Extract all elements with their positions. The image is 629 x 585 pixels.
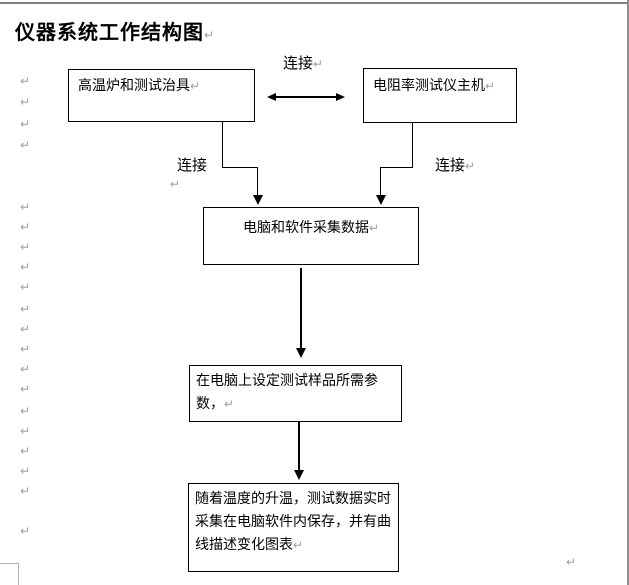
paragraph-mark-icon: ↵ bbox=[20, 95, 31, 109]
flowchart-box-furnace-fixture[interactable]: 高温炉和测试治具↵ bbox=[68, 69, 255, 122]
paragraph-mark-icon: ↵ bbox=[20, 484, 31, 498]
text-boundary-mark bbox=[0, 563, 18, 564]
connector-top-line[interactable] bbox=[276, 96, 337, 98]
paragraph-mark-icon: ↵ bbox=[204, 28, 216, 42]
box-text: 高温炉和测试治具 bbox=[78, 77, 190, 93]
flowchart-box-data-acquisition[interactable]: 电脑和软件采集数据↵ bbox=[203, 207, 419, 265]
page-title[interactable]: 仪器系统工作结构图↵ bbox=[15, 16, 215, 45]
arrowhead-down-icon bbox=[296, 348, 306, 358]
paragraph-mark-icon: ↵ bbox=[485, 79, 496, 93]
box-text: 随着温度的升温，测试数据实时 采集在电脑软件内保存，并有曲 线描述变化图表 bbox=[195, 490, 391, 552]
paragraph-mark-icon: ↵ bbox=[20, 524, 31, 538]
paragraph-mark-icon: ↵ bbox=[20, 362, 31, 376]
paragraph-mark-icon: ↵ bbox=[20, 342, 31, 356]
box-text: 在电脑上设定测试样品所需参 数， bbox=[196, 372, 378, 411]
paragraph-mark-icon: ↵ bbox=[20, 280, 31, 294]
paragraph-mark-icon: ↵ bbox=[313, 57, 324, 71]
connector-right-segment-h[interactable] bbox=[380, 167, 413, 168]
connector-left-segment-h[interactable] bbox=[222, 167, 258, 168]
connector-left-segment-v2[interactable] bbox=[257, 167, 258, 196]
paragraph-mark-icon: ↵ bbox=[20, 200, 31, 214]
connector-cd-line[interactable] bbox=[300, 268, 302, 348]
label-connect-top[interactable]: 连接↵ bbox=[283, 55, 324, 72]
page-border-top bbox=[0, 2, 629, 4]
flowchart-box-realtime-recording[interactable]: 随着温度的升温，测试数据实时 采集在电脑软件内保存，并有曲 线描述变化图表↵ bbox=[188, 483, 399, 572]
paragraph-mark-icon: ↵ bbox=[566, 555, 577, 569]
paragraph-mark-icon: ↵ bbox=[20, 117, 31, 131]
paragraph-mark-icon: ↵ bbox=[170, 177, 181, 191]
paragraph-mark-icon: ↵ bbox=[465, 159, 476, 173]
paragraph-mark-icon: ↵ bbox=[20, 302, 31, 316]
paragraph-mark-icon: ↵ bbox=[20, 424, 31, 438]
paragraph-mark-icon: ↵ bbox=[224, 397, 235, 411]
connector-left-segment-v1[interactable] bbox=[222, 122, 223, 168]
arrowhead-down-icon bbox=[294, 470, 304, 480]
paragraph-mark-icon: ↵ bbox=[20, 240, 31, 254]
text-boundary-mark bbox=[18, 563, 19, 585]
connector-right-segment-v1[interactable] bbox=[412, 123, 413, 168]
paragraph-mark-icon: ↵ bbox=[20, 260, 31, 274]
paragraph-mark-icon: ↵ bbox=[20, 322, 31, 336]
arrowhead-left-icon bbox=[267, 93, 276, 101]
arrowhead-right-icon bbox=[336, 93, 345, 101]
box-text: 电脑和软件采集数据 bbox=[242, 219, 369, 235]
label-connect-right[interactable]: 连接↵ bbox=[435, 157, 476, 174]
paragraph-mark-icon: ↵ bbox=[20, 138, 31, 152]
paragraph-mark-icon: ↵ bbox=[20, 382, 31, 396]
connector-de-line[interactable] bbox=[298, 422, 300, 470]
paragraph-mark-icon: ↵ bbox=[20, 444, 31, 458]
flowchart-box-set-parameters[interactable]: 在电脑上设定测试样品所需参 数，↵ bbox=[189, 365, 402, 422]
flowchart-box-resistivity-tester[interactable]: 电阻率测试仪主机↵ bbox=[363, 68, 517, 123]
paragraph-mark-icon: ↵ bbox=[20, 404, 31, 418]
paragraph-mark-icon: ↵ bbox=[293, 538, 304, 552]
page-title-text: 仪器系统工作结构图 bbox=[15, 22, 204, 44]
paragraph-mark-icon: ↵ bbox=[20, 74, 31, 88]
connector-right-segment-v2[interactable] bbox=[380, 167, 381, 196]
label-connect-left[interactable]: 连接 bbox=[177, 157, 208, 174]
paragraph-mark-icon: ↵ bbox=[190, 79, 201, 93]
box-text: 电阻率测试仪主机 bbox=[373, 77, 485, 93]
arrowhead-down-icon bbox=[253, 195, 263, 205]
paragraph-mark-icon: ↵ bbox=[20, 464, 31, 478]
arrowhead-down-icon bbox=[376, 195, 386, 205]
paragraph-mark-icon: ↵ bbox=[368, 221, 380, 235]
paragraph-mark-icon: ↵ bbox=[20, 220, 31, 234]
page-border-right bbox=[627, 0, 629, 585]
